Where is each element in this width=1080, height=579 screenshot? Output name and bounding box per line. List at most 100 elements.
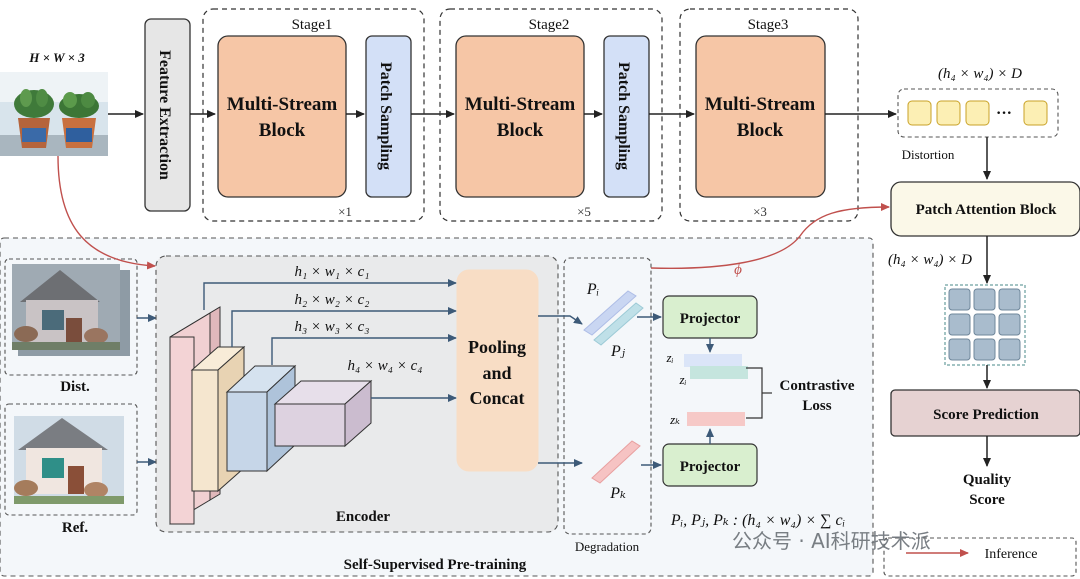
z-i-label: zᵢ — [665, 350, 673, 365]
grid-cell — [948, 313, 971, 336]
stage-1-title: Stage1 — [292, 17, 333, 33]
multistream-block-3-line2: Block — [737, 120, 784, 141]
encoder-layer-4 — [273, 379, 373, 448]
patch-sampling-1 — [365, 35, 412, 198]
p-k-token — [591, 440, 641, 484]
p-j-label: Pⱼ — [610, 343, 626, 360]
score-prediction-label: Score Prediction — [933, 407, 1039, 423]
multistream-block-2 — [455, 35, 585, 198]
multistream-block-1-line2: Block — [259, 120, 306, 141]
stage-1-frame — [202, 8, 425, 222]
score-prediction-block — [890, 389, 1080, 437]
feature-arrow-1 — [203, 279, 457, 310]
pooling-line1: Pooling — [468, 337, 526, 357]
feature-extraction-label: Feature Extraction — [156, 50, 173, 180]
grid-cell — [973, 313, 996, 336]
feature-arrow-2 — [231, 307, 457, 347]
multistream-block-3 — [695, 35, 826, 198]
legend-inference-label: Inference — [985, 547, 1038, 562]
contrastive-line1: Contrastive — [780, 378, 855, 394]
stage-3-frame — [679, 8, 859, 222]
distortion-dims-label: (h₄ × w₄) × D — [938, 66, 1022, 82]
pooling-line2: and — [482, 363, 511, 383]
grid-cell — [998, 288, 1021, 311]
watermark-text: 公众号 · AI科研技术派 — [732, 529, 931, 553]
feature-arrow-3 — [271, 334, 457, 365]
encoder-label: Encoder — [336, 509, 391, 525]
quality-score-line2: Score — [969, 492, 1005, 508]
grid-cell — [998, 313, 1021, 336]
patch-attention-label: Patch Attention Block — [916, 202, 1057, 218]
p-i-token — [583, 290, 637, 336]
feature-dims-1: h₁ × w₁ × c₁ — [294, 264, 369, 280]
distortion-token-frame — [897, 88, 1059, 138]
distortion-token-ellipsis: ··· — [996, 105, 1012, 122]
distortion-token-3 — [965, 100, 990, 126]
grid-cell — [973, 288, 996, 311]
grid-cell — [973, 338, 996, 361]
multistream-block-1-line1: Multi-Stream — [227, 94, 338, 115]
feature-extraction-box — [144, 18, 191, 212]
multistream-block-1 — [217, 35, 347, 198]
p-j-token — [593, 302, 644, 346]
attention-output-grid — [944, 284, 1026, 366]
z-i-vector — [684, 354, 742, 367]
projector-bottom-label: Projector — [680, 459, 741, 475]
ref-image — [14, 416, 124, 504]
inference-arrow-phi — [650, 203, 890, 269]
stage-2-frame — [439, 8, 663, 222]
p-k-label: Pₖ — [609, 485, 626, 502]
feature-dims-2: h₂ × w₂ × c₂ — [294, 292, 369, 308]
phi-label: ϕ — [734, 262, 742, 278]
patch-sampling-2-label: Patch Sampling — [615, 62, 632, 170]
multistream-block-2-line1: Multi-Stream — [465, 94, 576, 115]
degradation-frame — [563, 257, 652, 535]
stage-2: Stage2 Multi-Stream Block Patch Sampling… — [439, 8, 663, 222]
feature-dims-3: h₃ × w₃ × c₃ — [294, 319, 369, 335]
patch-attention-block — [890, 181, 1080, 237]
stage-2-title: Stage2 — [529, 17, 570, 33]
pooling-line3: Concat — [470, 388, 525, 408]
p-i-label: Pᵢ — [586, 281, 599, 298]
arrow-pool-to-pi — [538, 315, 583, 325]
z-k-label: zₖ — [669, 412, 680, 427]
stage-1-repeat: ×1 — [338, 204, 352, 219]
dist-image-frame — [4, 258, 138, 376]
patch-sampling-2 — [603, 35, 650, 198]
degradation-label: Degradation — [575, 539, 640, 554]
z-i-prime-vector — [690, 366, 748, 379]
ref-label: Ref. — [62, 520, 88, 536]
grid-cell — [948, 288, 971, 311]
patch-sampling-1-label: Patch Sampling — [377, 62, 394, 170]
multistream-block-2-line2: Block — [497, 120, 544, 141]
grid-cell — [998, 338, 1021, 361]
z-i-prime-label: zᵢ — [678, 372, 686, 387]
dist-image — [12, 264, 130, 356]
token-formula: Pᵢ, Pⱼ, Pₖ : (h₄ × w₄) × ∑ cᵢ — [670, 512, 845, 529]
input-image — [0, 72, 108, 156]
pooling-concat-block — [456, 269, 539, 472]
stage-3-title: Stage3 — [748, 17, 789, 33]
distortion-caption: Distortion — [902, 147, 955, 162]
pretraining-title: Self-Supervised Pre-training — [344, 557, 527, 573]
stage-2-repeat: ×5 — [577, 204, 591, 219]
legend-frame — [883, 537, 1077, 577]
distortion-token-4 — [1023, 100, 1048, 126]
input-dims-label: H × W × 3 — [28, 50, 85, 65]
dist-label: Dist. — [60, 379, 90, 395]
stage-1: Stage1 Multi-Stream Block Patch Sampling… — [202, 8, 425, 222]
feature-dims-4: h₄ × w₄ × c₄ — [347, 358, 422, 374]
ref-image-frame — [4, 403, 138, 516]
stage-3: Stage3 Multi-Stream Block ×3 — [679, 8, 859, 222]
inference-arrow-input — [57, 155, 156, 270]
z-k-vector — [687, 412, 745, 426]
multistream-block-3-line1: Multi-Stream — [705, 94, 816, 115]
grid-cell — [948, 338, 971, 361]
attention-out-dims: (h₄ × w₄) × D — [888, 252, 972, 268]
projector-top-label: Projector — [680, 311, 741, 327]
distortion-token-1 — [907, 100, 932, 126]
stage-3-repeat: ×3 — [753, 204, 767, 219]
distortion-token-2 — [936, 100, 961, 126]
contrastive-line2: Loss — [802, 398, 831, 414]
quality-score-line1: Quality — [963, 472, 1012, 488]
